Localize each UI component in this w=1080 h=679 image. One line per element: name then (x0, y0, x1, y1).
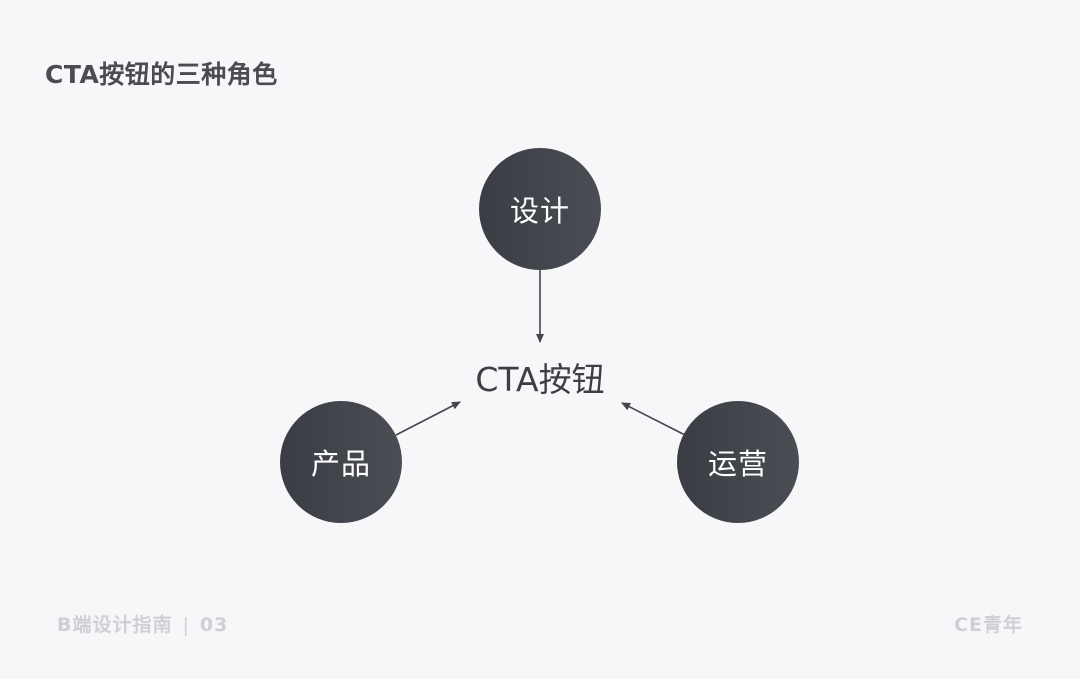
page-title: CTA按钮的三种角色 (45, 60, 278, 89)
node-operation: 运营 (677, 401, 799, 523)
arrow-product-to-cta (395, 401, 461, 436)
node-product-label: 产品 (310, 447, 371, 481)
node-operation-label: 运营 (707, 447, 768, 481)
arrow-operation-to-cta (621, 402, 686, 436)
footer-series: B端设计指南 | 03 (57, 610, 228, 637)
footer-separator: | (182, 614, 190, 636)
footer-page-number: 03 (199, 614, 229, 636)
node-product: 产品 (280, 401, 402, 523)
node-design: 设计 (479, 148, 601, 270)
node-design-label: 设计 (509, 194, 570, 228)
footer-brand: CE青年 (954, 614, 1023, 636)
center-label-cta-button: CTA按钮 (475, 360, 605, 399)
footer-series-name: B端设计指南 (57, 614, 173, 636)
